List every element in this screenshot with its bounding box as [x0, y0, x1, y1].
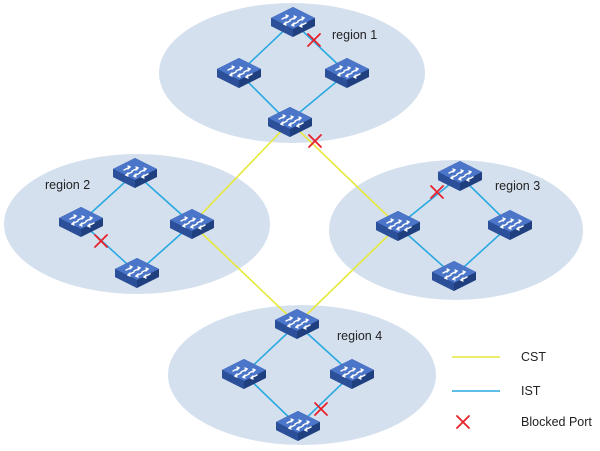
region-2-label: region 2 — [45, 178, 90, 192]
region-3-area — [329, 160, 583, 300]
region-2-area — [4, 154, 270, 294]
region-4-label: region 4 — [337, 329, 382, 343]
legend-ist-label: IST — [521, 384, 541, 398]
region-1-label: region 1 — [332, 28, 377, 42]
legend-blocked-label: Blocked Port — [521, 415, 592, 429]
legend-cst-label: CST — [521, 350, 546, 364]
region-3-label: region 3 — [495, 179, 540, 193]
legend: CST IST Blocked Port — [452, 350, 592, 429]
cst-links — [191, 121, 399, 325]
region-1-area — [159, 3, 425, 143]
region-4-area — [168, 305, 436, 445]
legend-cross-icon — [456, 415, 470, 429]
